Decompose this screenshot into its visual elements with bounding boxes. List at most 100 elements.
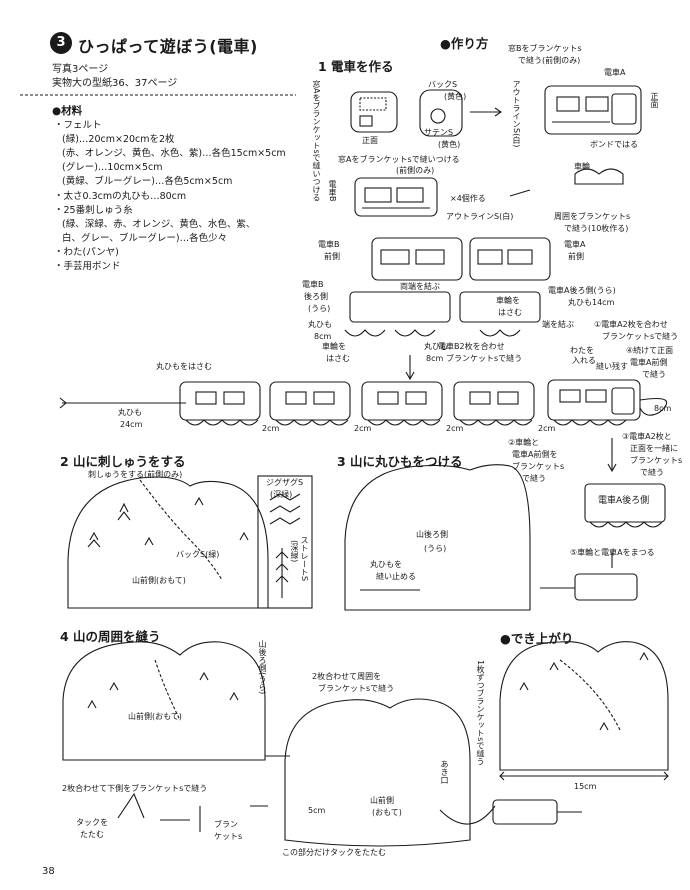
note-cord-8b: 8cm (314, 332, 332, 341)
note-sew-one: 1枚ずつブランケットsで縫う (476, 660, 485, 766)
note-tie-ends: 両端を結ぶ (400, 282, 440, 291)
note-window-a-2: 窓Aをブランケットsで縫いつける (338, 155, 460, 164)
note-cord-8d: 8cm (426, 354, 444, 363)
photo-reference: 写真3ページ (52, 64, 109, 75)
note-mountain-front2-1: 山前側 (370, 796, 394, 805)
note-cord-24: 丸ひも (118, 408, 142, 417)
note-back-stitch-color: (黄色) (444, 92, 467, 101)
train-a-back-box (584, 483, 666, 523)
note-ta-back-box: 電車A後ろ側 (598, 496, 650, 506)
assembly-train-b (371, 237, 463, 281)
note-s5: ⑤車輪と電車Aをまつる (570, 548, 655, 557)
note-wheel-sand-3: 車輪を (322, 342, 346, 351)
note-ta-front-1: 電車A (564, 240, 586, 249)
note-ta-front-2: 前側 (568, 252, 584, 261)
note-cord-stop-2: 縫い止める (376, 572, 416, 581)
note-cord-14: 丸ひも14cm (568, 298, 615, 307)
note-ta-back: 電車A後ろ側(うら) (548, 286, 616, 295)
note-window-b-1: 窓Bをブランケットs (508, 44, 582, 53)
note-mountain-front2-2: (おもて) (372, 808, 402, 817)
material-line: (赤、オレンジ、黄色、水色、紫)…各色15cm×5cm (62, 148, 286, 159)
pattern-reference: 実物大の型紙36、37ページ (52, 78, 178, 89)
material-line: ・25番刺しゅう糸 (54, 205, 133, 216)
note-2cm-d: 2cm (538, 424, 556, 433)
note-outline: アウトラインS(白) (512, 80, 521, 148)
note-5cm: 5cm (308, 806, 326, 815)
note-15cm: 15cm (574, 782, 597, 791)
note-s4-1: ④続けて正面 (626, 346, 674, 355)
note-tb-back-3: (うら) (308, 304, 331, 313)
note-merge-1: ①電車A2枚を合わせ (594, 320, 668, 329)
page-title: ひっぱって遊ぼう(電車) (78, 37, 258, 56)
note-s2-1: ②車輪と (508, 438, 540, 447)
assembly-b-window-2 (415, 249, 445, 265)
note-train-b: 電車B (328, 180, 337, 202)
note-window-a-3: (前側のみ) (396, 166, 435, 175)
materials-heading: ●材料 (52, 105, 83, 117)
note-bond: ボンドではる (590, 140, 638, 149)
note-cord-24b: 24cm (120, 420, 143, 429)
step4-stitch (154, 659, 181, 721)
note-mountain-back-1: 山後ろ側 (416, 530, 448, 539)
sample-piece (419, 89, 463, 137)
note-tb-back-1: 電車B (302, 280, 324, 289)
note-sand-cord: 丸ひもをはさむ (156, 362, 212, 371)
material-line: (緑、深緑、赤、オレンジ、黄色、水色、紫、 (62, 219, 256, 230)
train-a-face (544, 85, 642, 135)
note-s4-3: で縫う (642, 370, 666, 379)
mountain-sewn-step4 (284, 698, 471, 847)
tuck-sketch (117, 792, 201, 832)
step-1-heading: 1 電車を作る (318, 59, 394, 74)
step4-opening-curve (439, 805, 496, 825)
note-tb-back-2: 後ろ側 (304, 292, 328, 301)
satin-stitch-dot (430, 108, 446, 124)
small-train (574, 573, 638, 601)
note-cord-8c: 丸ひも (424, 342, 448, 351)
finished-heading: ●でき上がり (500, 631, 574, 646)
note-sew-around-1: 2枚合わせて周囲を (312, 672, 382, 681)
note-wheel-sand-2: はさむ (498, 308, 522, 317)
mountain-front-step4 (62, 641, 266, 761)
assembly-back-a (459, 291, 541, 323)
step-3-heading: 3 山に丸ひもをつける (337, 454, 463, 469)
assembly-a-window-1 (477, 249, 503, 265)
assembly-back-b (349, 291, 451, 323)
train-b-face (354, 177, 438, 217)
note-tb-front-2: 前側 (324, 252, 340, 261)
window-a-stitch (359, 97, 387, 111)
mountain-front-step2 (67, 476, 269, 609)
train-a-front (611, 93, 637, 125)
back-box-wheels (589, 521, 663, 528)
note-edge-2: で縫う(10枚作る) (564, 224, 629, 233)
train-a-window-1 (556, 96, 580, 112)
finished-trees (519, 651, 649, 731)
stitch-sample-box (257, 475, 313, 609)
note-front-v: 正面 (650, 92, 659, 108)
note-tuck-2: たたむ (80, 830, 104, 839)
note-sew-bottom: 2枚合わせて下側をブランケットsで縫う (62, 784, 208, 793)
note-cord-stop-1: 丸ひもを (370, 560, 402, 569)
note-wheel: 車輪 (574, 162, 590, 171)
project-number-badge: 3 (50, 32, 72, 54)
note-merge-2: ブランケットsで縫う (602, 332, 679, 341)
note-s2-4: で縫う (522, 474, 546, 483)
note-satin-stitch-color: (黄色) (438, 140, 461, 149)
cord-knot (59, 397, 67, 409)
note-embroider: 刺しゅうをする(前側のみ) (88, 470, 183, 479)
note-back-stitch-green: バックS(緑) (176, 550, 220, 559)
note-cotton-2: 入れる (572, 356, 596, 365)
assembly-train-a (469, 237, 551, 281)
train-a-window-2 (585, 96, 609, 112)
note-outline-white: アウトラインS(白) (446, 212, 514, 221)
material-line: (グレー)…10cm×5cm (62, 162, 163, 173)
mountain-back-step3 (344, 464, 531, 611)
note-sew-back: 縫い残す (596, 362, 628, 371)
step4-trees (87, 671, 239, 709)
wheel-piece (574, 168, 624, 185)
note-s3-2: 正面を一緒に (630, 444, 678, 453)
material-line: ・太さ0.3cmの丸ひも…80cm (54, 191, 187, 202)
note-s3-4: で縫う (640, 468, 664, 477)
note-tuck-1: タックを (76, 818, 108, 827)
straight-stitch (275, 548, 289, 598)
